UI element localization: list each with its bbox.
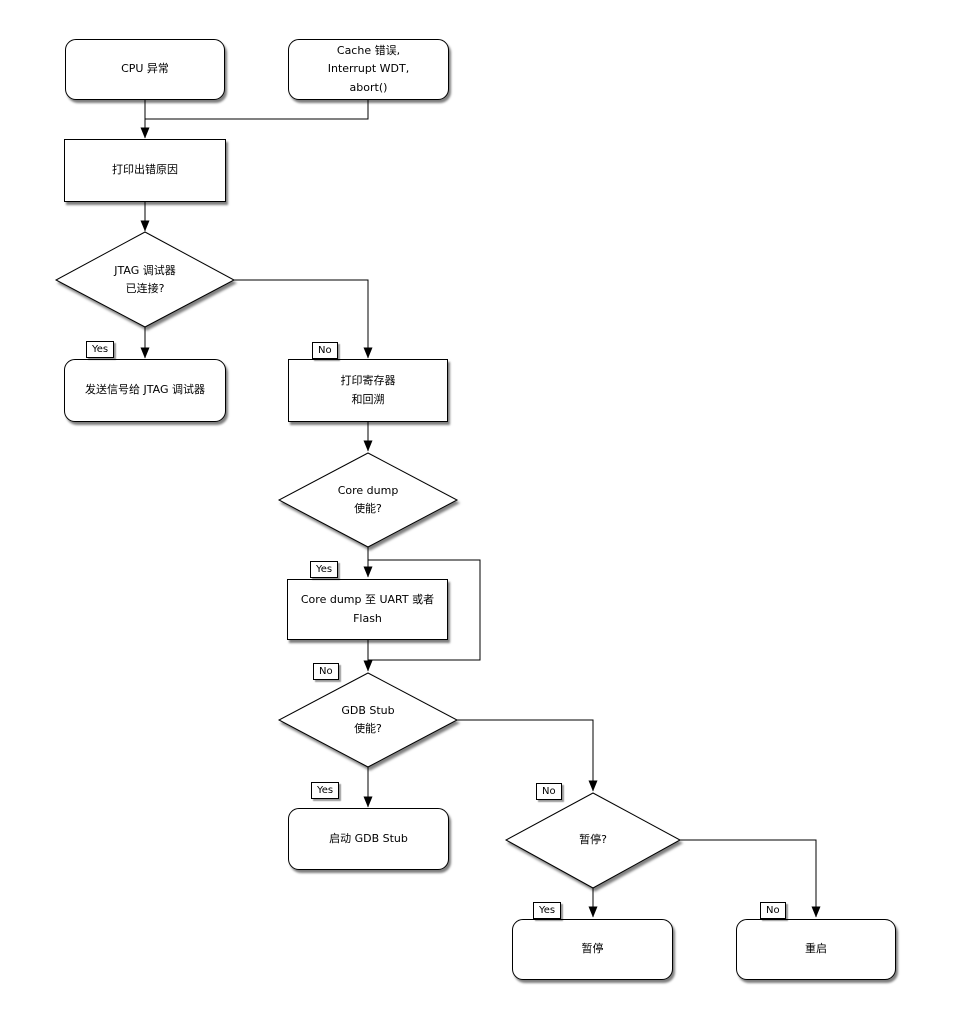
node-core-dump-output: Core dump 至 UART 或者 Flash xyxy=(287,579,448,640)
edge-label-jtag-yes: Yes xyxy=(86,341,115,358)
node-signal-jtag: 发送信号给 JTAG 调试器 xyxy=(64,359,226,422)
edge-halt-no xyxy=(680,839,821,918)
edge-jtag-no xyxy=(234,279,373,359)
node-print-registers-backtrace: 打印寄存器 和回溯 xyxy=(288,359,448,422)
decision-shape-jtag-connected xyxy=(54,231,236,328)
node-print-error-reason: 打印出错原因 xyxy=(64,139,226,202)
edge-label-halt-yes: Yes xyxy=(533,902,562,919)
edge-label-gdb-yes: Yes xyxy=(311,782,340,799)
edge-label-gdb-no: No xyxy=(536,783,562,800)
edge-gdb-no xyxy=(457,719,598,792)
node-start-gdb-stub: 启动 GDB Stub xyxy=(288,808,449,870)
node-cpu-exception: CPU 异常 xyxy=(65,39,225,100)
edge-label-jtag-no: No xyxy=(312,342,338,359)
node-halt: 暂停 xyxy=(512,919,673,980)
edge-label-coredump-no: No xyxy=(313,663,339,680)
node-reboot: 重启 xyxy=(736,919,896,980)
decision-shape-gdb-enabled xyxy=(277,672,459,768)
edge-label-coredump-yes: Yes xyxy=(310,561,339,578)
node-other-triggers: Cache 错误, Interrupt WDT, abort() xyxy=(288,39,449,100)
edge-coredump-no-bypass xyxy=(368,559,481,661)
decision-shape-coredump-enabled xyxy=(277,452,459,548)
edge-label-halt-no: No xyxy=(760,902,786,919)
decision-shape-halt-question xyxy=(504,792,682,889)
edge-cache-join xyxy=(145,100,369,120)
